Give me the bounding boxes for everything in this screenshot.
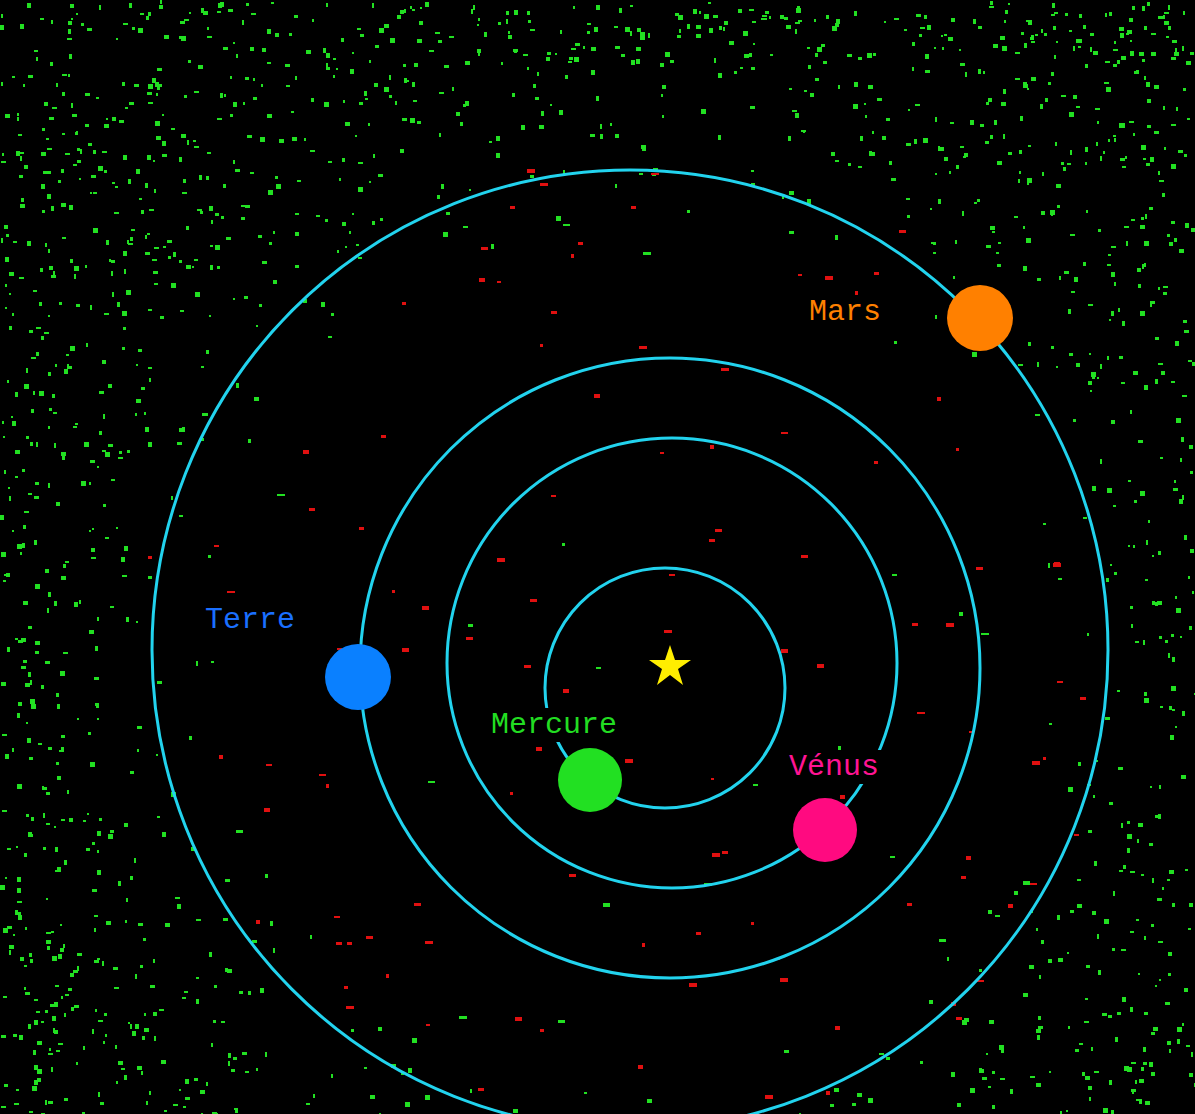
planet-disc — [325, 644, 391, 710]
planet-disc — [947, 285, 1013, 351]
venus-planet: Vénus — [793, 798, 857, 862]
earth-planet: Terre — [325, 644, 391, 710]
planet-label: Terre — [202, 603, 298, 637]
planet-disc — [793, 798, 857, 862]
mars-orbit — [152, 170, 1108, 1114]
sun-star — [649, 645, 691, 685]
mars-planet: Mars — [947, 285, 1013, 351]
earth-orbit — [360, 358, 980, 978]
planet-label: Mercure — [488, 708, 620, 742]
planet-label: Vénus — [786, 750, 882, 784]
orbits — [152, 170, 1108, 1114]
planet-label: Mars — [806, 295, 884, 329]
mercury-planet: Mercure — [558, 748, 622, 812]
planet-disc — [558, 748, 622, 812]
venus-orbit — [447, 438, 897, 888]
